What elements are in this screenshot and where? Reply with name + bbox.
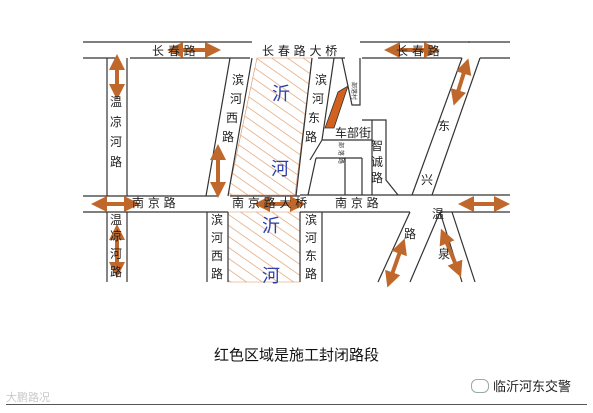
label-binhe-east-lower-3: 东 (305, 249, 317, 263)
label-zhicheng-3: 路 (371, 170, 383, 185)
label-nanjing-left: 南 京 路 (132, 195, 176, 210)
label-small-side: 部 落 路 (337, 142, 345, 164)
label-wenliang-lower-3: 河 (110, 247, 122, 261)
closed-section (324, 85, 349, 129)
label-wenliang-upper-1: 温 (110, 95, 122, 109)
label-binhe-west-lower-1: 滨 (211, 212, 223, 227)
label-binhe-west-lower-2: 河 (211, 231, 223, 245)
caption: 红色区域是施工封闭路段 (213, 346, 379, 364)
river-label-upper-1: 沂 (272, 84, 290, 105)
label-changchun-right: 长 春 路 (396, 43, 440, 58)
vertical-labels: 温 凉 河 路 温 凉 河 路 滨 河 西 路 滨 河 西 路 滨 河 东 路 … (110, 72, 450, 281)
label-changchun-bridge: 长 春 路 大 桥 (262, 43, 337, 58)
label-binhe-west-lower-3: 西 (211, 249, 223, 263)
label-binhe-east-lower-2: 河 (305, 231, 317, 245)
label-binhe-west-upper-1: 滨 (232, 72, 244, 87)
label-wenliang-upper-4: 路 (110, 154, 122, 169)
label-binhe-east-upper-2: 河 (312, 92, 324, 106)
arrow-dongxing-lower (385, 238, 407, 288)
label-dongxing-2: 兴 (421, 173, 433, 187)
label-changchun-left: 长 春 路 (152, 43, 196, 58)
label-dongxing-1: 东 (438, 119, 450, 133)
road-outlines (83, 41, 510, 283)
river-label-lower-1: 沂 (262, 216, 280, 237)
arrow-wenquan (439, 228, 463, 278)
bottom-rule (6, 404, 587, 405)
label-binhe-east-upper-1: 滨 (315, 72, 327, 87)
label-binhe-east-lower-4: 路 (305, 266, 317, 281)
label-wenliang-lower-2: 凉 (110, 228, 122, 243)
label-binhe-west-lower-4: 路 (211, 266, 223, 281)
label-small-building: 部落村 (350, 82, 358, 100)
watermark-right: 临沂河东交警 (470, 376, 571, 395)
river-label-upper-2: 河 (271, 159, 289, 180)
traffic-arrows (91, 42, 510, 288)
label-nanjing-right: 南 京 路 (335, 195, 379, 210)
label-wenliang-lower-1: 温 (110, 213, 122, 227)
river-labels: 沂 河 沂 河 (262, 84, 290, 287)
label-zhicheng-1: 智 (371, 138, 383, 153)
label-wenliang-upper-3: 河 (110, 135, 122, 149)
label-binhe-east-upper-3: 东 (308, 111, 320, 125)
arrow-dongxing-upper (450, 58, 472, 106)
label-dongxing-3: 路 (404, 226, 416, 241)
label-zhicheng-2: 诚 (371, 155, 383, 169)
road-labels: 长 春 路 长 春 路 大 桥 长 春 路 南 京 路 南 京 路 大 桥 南 … (132, 43, 440, 210)
label-binhe-west-upper-2: 河 (230, 92, 242, 106)
label-wenliang-lower-4: 路 (110, 264, 122, 279)
label-binhe-east-lower-1: 滨 (305, 212, 317, 227)
label-nanjing-bridge: 南 京 路 大 桥 (232, 195, 307, 210)
watermark-left: 大鹏路况 (6, 391, 50, 404)
wechat-icon (470, 378, 489, 393)
watermark-right-text: 临沂河东交警 (492, 380, 571, 395)
river-area (227, 57, 313, 283)
label-binhe-east-upper-4: 路 (305, 129, 317, 144)
label-wenquan-1: 温 (432, 207, 444, 221)
label-chebu: 车部街 (335, 125, 371, 140)
river-label-lower-2: 河 (262, 266, 280, 287)
label-binhe-west-upper-4: 路 (222, 129, 234, 144)
label-wenliang-upper-2: 凉 (110, 114, 122, 129)
label-binhe-west-upper-3: 西 (226, 111, 238, 125)
label-wenquan-2: 泉 (438, 247, 450, 261)
